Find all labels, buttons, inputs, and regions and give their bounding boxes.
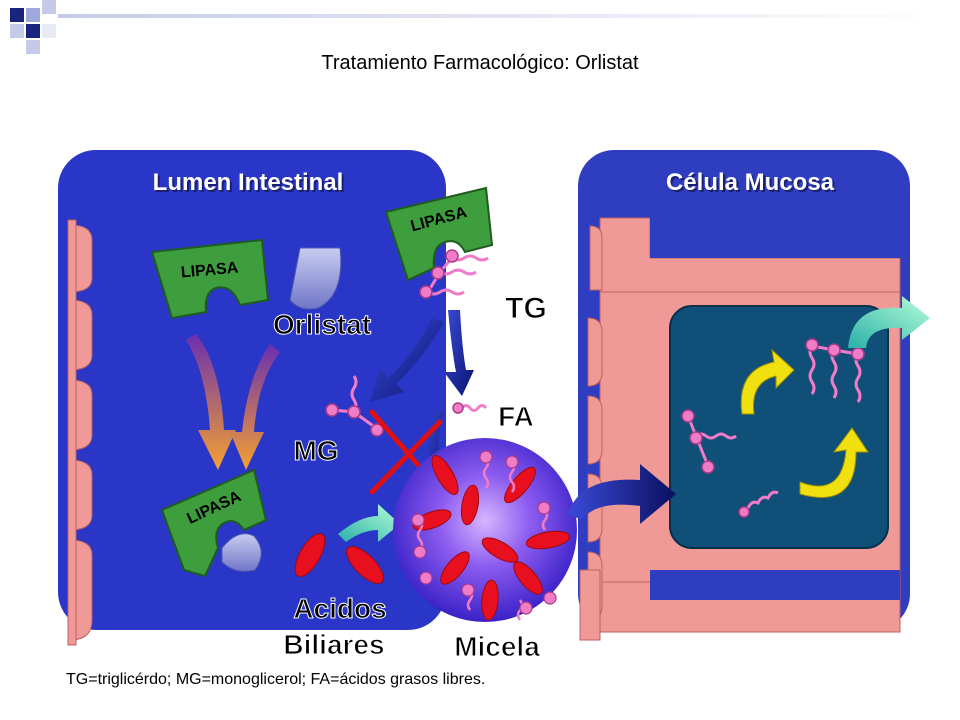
fa-label: FA	[498, 401, 534, 432]
orlistat-label: Orlistat	[273, 309, 371, 340]
micelle	[393, 438, 577, 622]
orlistat-binding-arrows	[186, 334, 280, 470]
lumen-label: Lumen Intestinal	[153, 169, 344, 196]
bile-acids-label-line2: Biliares	[283, 629, 384, 660]
export-arrow	[848, 296, 930, 348]
lipase-enzyme-2: LIPASA	[384, 186, 494, 282]
bile-acids	[294, 533, 384, 584]
tg-label: TG	[505, 292, 547, 325]
bile-to-micelle-arrow	[338, 504, 400, 542]
footnote: TG=triglicérdo; MG=monoglicerol; FA=ácid…	[66, 671, 486, 688]
mucosa-monoglyceride	[681, 409, 737, 474]
micelle-label: Micela	[454, 631, 540, 662]
absorption-arrow	[568, 464, 676, 524]
mucosa-label: Célula Mucosa	[666, 169, 835, 196]
lumen-villi	[67, 219, 93, 646]
triglyceride-molecule	[419, 249, 489, 299]
bile-acids-label-line1: Acidos	[293, 593, 386, 624]
fatty-acid-molecule	[452, 402, 488, 414]
mg-label: MG	[293, 435, 338, 466]
mucosa-label-shadow: Célula Mucosa	[668, 171, 837, 198]
lipase-enzyme-3: LIPASA	[160, 468, 268, 578]
resynthesis-arrows	[740, 348, 869, 498]
slide-title: Tratamiento Farmacológico: Orlistat	[321, 52, 639, 74]
mucosa-triglyceride	[805, 338, 865, 403]
lipase-label-1: LIPASA	[180, 260, 239, 282]
monoglyceride-molecule	[325, 375, 384, 437]
mucosa-fatty-acid	[738, 490, 779, 518]
lipase-enzyme-1: LIPASA	[150, 238, 270, 320]
orlistat-molecule	[289, 247, 342, 310]
corner-decoration	[0, 0, 960, 60]
lumen-label-shadow: Lumen Intestinal	[155, 171, 346, 198]
